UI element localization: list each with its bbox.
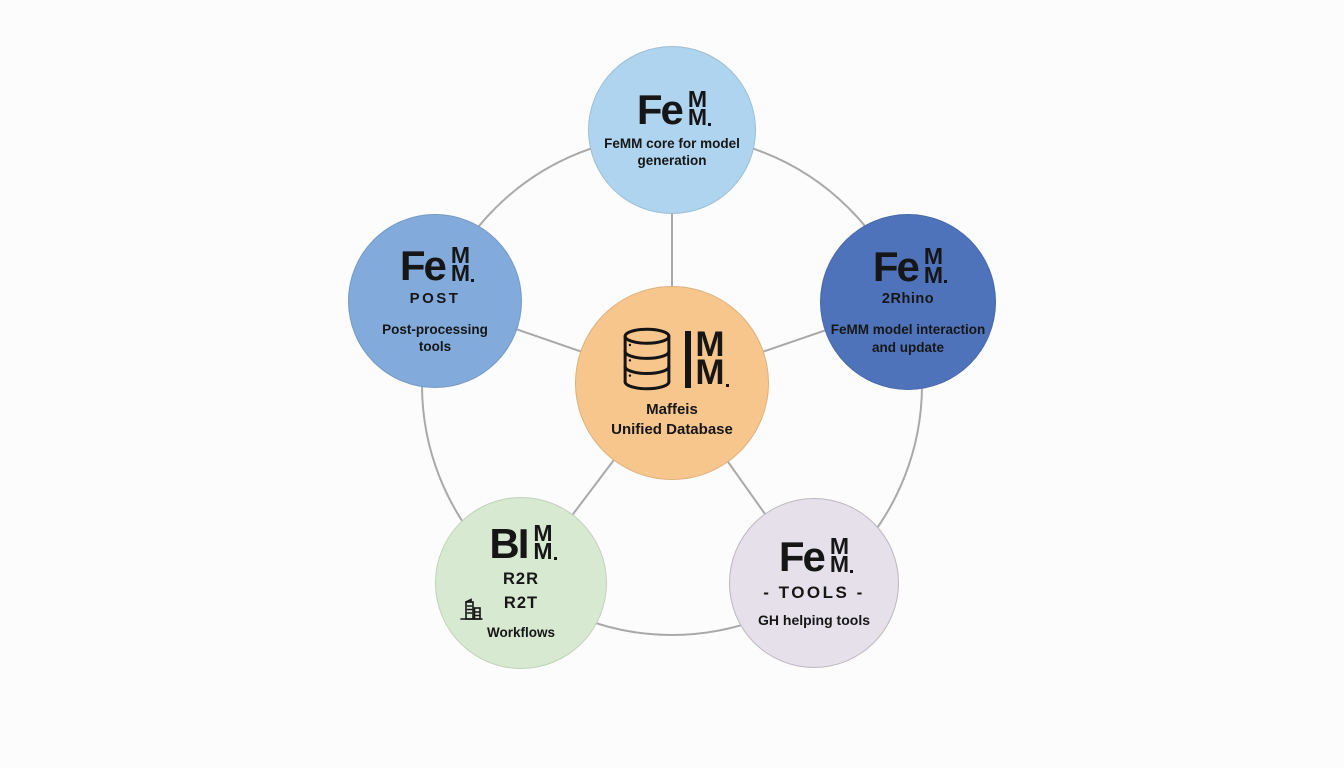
caption-line: Unified Database xyxy=(611,421,733,438)
femm-logo-word: Fe xyxy=(778,532,826,580)
node-subtitle: - TOOLS - xyxy=(763,582,865,602)
caption-line: generation xyxy=(637,153,707,169)
node-subtitle: POST xyxy=(409,289,461,307)
monogram-m-top: M xyxy=(695,324,725,364)
femm-logo: Fe M M xyxy=(636,85,712,133)
caption-line: and update xyxy=(871,339,944,355)
femm-logo: Fe M M xyxy=(778,532,854,580)
femm-logo-word: Fe xyxy=(636,85,684,133)
monogram-m-top: M xyxy=(687,85,708,112)
monogram-m-top: M xyxy=(450,241,471,268)
caption-line: FeMM model interaction xyxy=(830,322,986,338)
femm-logo: Fe M M xyxy=(399,241,475,289)
node-femm-core: Fe M M FeMM core for model generation xyxy=(588,46,756,214)
monogram-m-top: M xyxy=(829,532,850,559)
node-subtitle: 2Rhino xyxy=(881,291,935,308)
monogram-m-bottom: M xyxy=(450,260,471,287)
monogram-m-top: M xyxy=(533,519,553,546)
node-caption: FeMM core for model generation xyxy=(604,135,740,171)
monogram-m-bottom: M xyxy=(533,538,553,565)
node-caption: Workflows xyxy=(486,625,555,641)
building-icon xyxy=(458,595,485,622)
monogram-bar xyxy=(685,330,692,388)
mm-monogram-icon: M M xyxy=(829,532,854,578)
mm-monogram-icon: M M xyxy=(450,241,475,287)
node-caption: Post-processing tools xyxy=(382,321,488,357)
monogram-m-bottom: M xyxy=(829,551,850,578)
node-bimm-workflows: BI M M R2R R2T Workflows xyxy=(435,497,607,669)
node-femm-2rhino: Fe M M 2Rhino FeMM model interaction and… xyxy=(820,214,996,390)
bimm-logo-word: BI xyxy=(489,519,529,567)
node-femm-tools: Fe M M - TOOLS - GH helping tools xyxy=(729,498,899,668)
node-caption: FeMM model interaction and update xyxy=(831,321,986,357)
node-maffeis-unified-database: M M Maffeis Unified Database xyxy=(575,286,769,480)
caption-line: FeMM core for model xyxy=(604,135,740,151)
monogram-m-bottom: M xyxy=(923,261,944,288)
caption-line: tools xyxy=(418,339,452,355)
mm-monogram-icon: M M xyxy=(687,85,712,131)
workflow-line-r2r: R2R xyxy=(502,569,539,588)
monogram-m-bottom: M xyxy=(695,353,725,393)
mm-monogram-icon: M M xyxy=(685,324,729,393)
mm-monogram-icon: M M xyxy=(533,519,557,565)
node-femm-post: Fe M M POST Post-processing tools xyxy=(348,214,522,388)
workflow-line-r2t: R2T xyxy=(503,594,539,613)
mm-monogram-icon: M M xyxy=(923,243,948,288)
caption-line: Maffeis xyxy=(646,401,698,419)
node-caption: Maffeis Unified Database xyxy=(611,400,733,440)
femm-logo-word: Fe xyxy=(399,241,447,289)
bimm-logo: BI M M xyxy=(489,519,557,567)
femm-logo-word: Fe xyxy=(872,243,920,291)
caption-line: Post-processing xyxy=(382,321,488,337)
monogram-m-bottom: M xyxy=(687,104,708,131)
node-caption: GH helping tools xyxy=(758,611,870,628)
monogram-m-top: M xyxy=(923,243,944,270)
femm-logo: Fe M M xyxy=(872,243,948,291)
database-icon xyxy=(619,326,675,392)
